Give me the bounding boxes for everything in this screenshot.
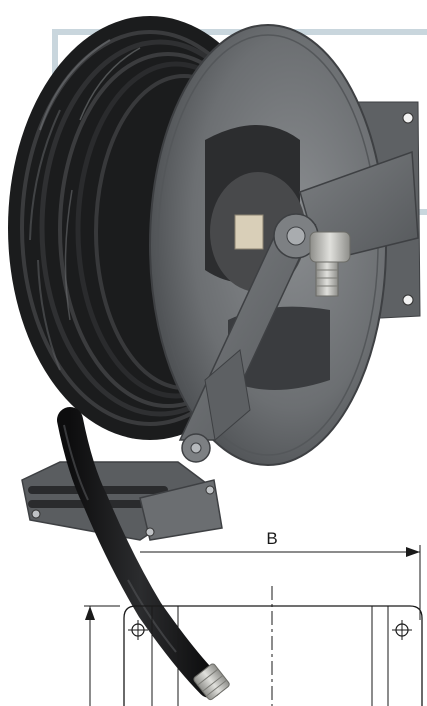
roller-guide-bracket (21, 461, 223, 541)
mounting-hole-crosshair-icon (128, 620, 148, 640)
hose-clamp (234, 214, 264, 250)
hose-end-fitting (193, 663, 230, 701)
bracket-bolt-hole (402, 294, 414, 306)
reel-outline (123, 605, 423, 706)
bracket-bolt-hole (402, 112, 414, 124)
dimension-label-b: B (266, 529, 277, 548)
dimension-arrow-icon (406, 547, 420, 557)
swivel-fitting (309, 231, 351, 297)
mounting-hole-crosshair-icon (392, 620, 412, 640)
technical-drawing: B (84, 529, 423, 706)
dimension-arrow-icon (85, 606, 95, 620)
hose (57, 407, 230, 701)
